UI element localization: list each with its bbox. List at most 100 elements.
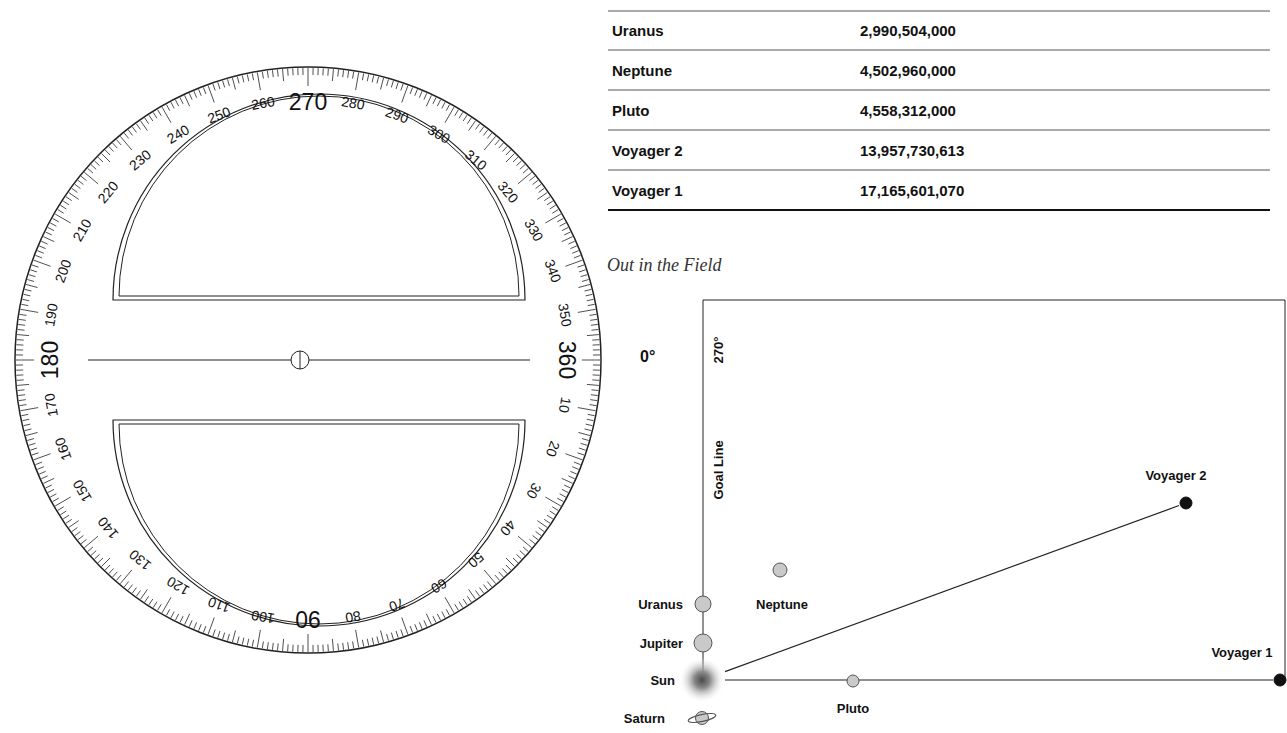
tick-mark — [302, 645, 303, 652]
tick-mark — [94, 161, 99, 166]
tick-mark — [506, 558, 514, 566]
tick-mark — [185, 95, 190, 106]
tick-mark — [91, 551, 96, 556]
tick-mark — [153, 112, 157, 118]
tick-mark — [124, 133, 128, 138]
tick-mark — [132, 127, 136, 133]
degree-number: 100 — [250, 608, 275, 626]
tick-mark — [562, 237, 573, 242]
tick-mark — [552, 507, 558, 511]
tick-mark — [459, 112, 463, 118]
tick-mark — [562, 227, 568, 230]
tick-mark — [21, 304, 28, 305]
body-label: Voyager 1 — [1211, 646, 1272, 659]
planet-shape — [846, 674, 860, 688]
tick-mark — [63, 515, 69, 519]
degree-number: 270 — [289, 91, 327, 114]
tick-mark — [162, 107, 171, 123]
tick-mark — [590, 319, 597, 321]
sun-part — [679, 657, 725, 703]
tick-mark — [380, 630, 383, 642]
tick-mark — [557, 218, 563, 221]
angle-label: 270° — [712, 337, 725, 364]
tick-mark — [43, 237, 54, 242]
tick-mark — [581, 443, 588, 445]
table-rule — [608, 90, 1270, 91]
tick-mark — [564, 485, 570, 488]
tick-mark — [419, 91, 422, 97]
tick-mark — [455, 604, 459, 610]
tick-mark — [283, 639, 284, 651]
tick-mark — [75, 532, 81, 536]
tick-mark — [23, 294, 30, 296]
tick-mark — [242, 75, 244, 82]
tick-mark — [267, 642, 269, 649]
table-cell: Voyager 1 — [612, 183, 683, 198]
tick-mark — [46, 232, 52, 235]
table-cell: 4,558,312,000 — [860, 103, 956, 118]
tick-mark — [574, 462, 581, 465]
tick-mark — [228, 79, 230, 86]
table-rule — [608, 11, 1270, 12]
tick-mark — [442, 102, 445, 108]
tick-mark — [578, 432, 590, 435]
tick-mark — [377, 637, 379, 644]
tick-mark — [283, 69, 284, 81]
tick-mark — [237, 77, 239, 84]
tick-mark — [317, 645, 318, 652]
tick-mark — [308, 634, 309, 652]
tick-mark — [426, 95, 431, 106]
probe-part — [1274, 674, 1286, 686]
tick-mark — [539, 188, 545, 192]
tick-mark — [218, 82, 220, 89]
tick-mark — [98, 558, 103, 563]
tick-mark — [63, 201, 69, 205]
tick-mark — [162, 597, 171, 613]
tick-mark — [455, 110, 459, 116]
tick-mark — [136, 124, 140, 130]
tick-mark — [153, 602, 157, 608]
tick-mark — [459, 602, 463, 608]
tick-mark — [585, 429, 592, 431]
tick-mark — [213, 84, 215, 91]
tick-mark — [72, 188, 78, 192]
tick-mark — [377, 77, 379, 84]
tick-mark — [132, 588, 136, 594]
tick-mark — [591, 324, 598, 326]
tick-mark — [66, 519, 72, 523]
tick-mark — [16, 374, 23, 375]
tick-mark — [312, 68, 313, 75]
tick-mark — [34, 454, 51, 460]
tick-mark — [120, 136, 132, 150]
tick-mark — [53, 498, 59, 501]
tick-mark — [582, 280, 589, 282]
tick-mark — [589, 314, 596, 315]
tick-mark — [267, 71, 269, 78]
planet-shape — [693, 633, 713, 653]
tick-mark — [523, 547, 528, 552]
tick-mark — [58, 507, 64, 511]
tick-mark — [23, 424, 30, 426]
degree-number: 180 — [39, 341, 62, 379]
tick-mark — [48, 489, 54, 492]
table-cell: Uranus — [612, 23, 664, 38]
tick-mark — [476, 591, 480, 597]
planet-part — [773, 563, 787, 577]
tick-mark — [588, 414, 595, 415]
tick-mark — [218, 631, 220, 638]
sun: Sun — [679, 657, 725, 703]
tick-mark — [50, 223, 56, 226]
tick-mark — [88, 168, 93, 173]
tick-mark — [502, 146, 507, 151]
tick-mark — [396, 82, 398, 89]
probe-shape — [1179, 496, 1193, 510]
tick-mark — [572, 251, 578, 254]
tick-mark — [401, 84, 403, 91]
tick-mark — [30, 270, 37, 272]
degree-number: 90 — [295, 607, 321, 630]
tick-mark — [20, 408, 38, 411]
tick-mark — [69, 193, 79, 200]
tick-mark — [533, 180, 539, 184]
tick-mark — [262, 641, 263, 648]
tick-mark — [484, 136, 496, 150]
